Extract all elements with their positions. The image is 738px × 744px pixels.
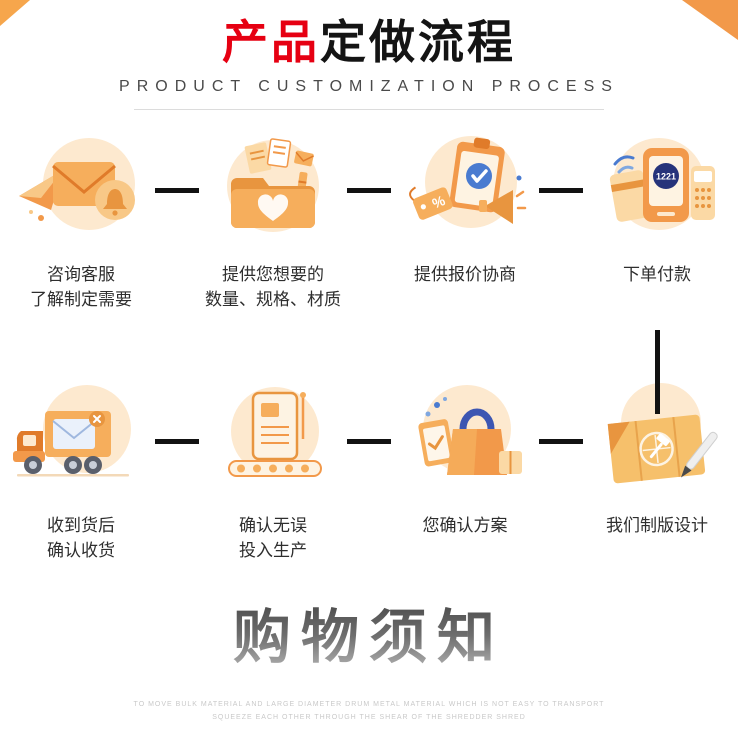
step-requirements: 提供您想要的 数量、规格、材质	[199, 126, 347, 313]
step-quote: % 提供报价协商	[391, 126, 539, 288]
payment-illustration: 1221	[587, 126, 727, 254]
flow-row-1: 咨询客服 了解制定需要	[0, 126, 738, 313]
step-label-line: 确认收货	[47, 541, 115, 561]
flow-connector	[347, 187, 391, 193]
flow-vertical-connector	[655, 329, 660, 414]
step-label-line: 提供报价协商	[414, 264, 516, 284]
delivery-truck-icon	[13, 384, 131, 477]
step-label: 我们制版设计	[606, 513, 708, 539]
step-label: 咨询客服 了解制定需要	[30, 262, 132, 313]
payment-display-text: 1221	[656, 171, 676, 181]
production-illustration	[203, 377, 343, 505]
step-label-line: 下单付款	[623, 264, 691, 284]
step-label: 您确认方案	[423, 513, 508, 539]
page-title-red: 产品	[222, 16, 320, 68]
header-divider	[134, 108, 604, 110]
payment-phone-icon: 1221	[609, 137, 715, 230]
step-label-line: 数量、规格、材质	[205, 290, 341, 310]
step-label-line: 收到货后	[47, 515, 115, 535]
step-production: 确认无误 投入生产	[199, 377, 347, 564]
step-label: 提供您想要的 数量、规格、材质	[205, 262, 341, 313]
design-blueprint-icon	[607, 382, 718, 484]
page-subtitle: PRODUCT CUSTOMIZATION PROCESS	[119, 77, 619, 95]
flow-connector	[539, 438, 583, 444]
step-label: 下单付款	[623, 262, 691, 288]
production-machine-icon	[228, 386, 322, 477]
step-label: 提供报价协商	[414, 262, 516, 288]
design-illustration	[587, 377, 727, 505]
corner-decoration-left	[0, 0, 30, 26]
requirements-folder-icon	[227, 138, 319, 232]
step-label-line: 投入生产	[239, 541, 307, 561]
fineprint-line: SQUEEZE EACH OTHER THROUGH THE SHEAR OF …	[212, 714, 526, 722]
requirements-illustration	[203, 126, 343, 254]
flow-connector	[539, 187, 583, 193]
step-label: 确认无误 投入生产	[239, 513, 307, 564]
step-consult: 咨询客服 了解制定需要	[7, 126, 155, 313]
shopping-notice-fineprint: TO MOVE BULK MATERIAL AND LARGE DIAMETER…	[0, 698, 738, 725]
shopping-notice-section: 购物须知 TO MOVE BULK MATERIAL AND LARGE DIA…	[0, 590, 738, 725]
corner-decoration-right	[682, 0, 738, 40]
confirm-plan-illustration	[395, 377, 535, 505]
fineprint-line: TO MOVE BULK MATERIAL AND LARGE DIAMETER…	[133, 700, 605, 708]
step-label-line: 我们制版设计	[606, 515, 708, 535]
header: 产品定做流程 PRODUCT CUSTOMIZATION PROCESS	[0, 0, 738, 110]
quote-clipboard-icon: %	[409, 135, 527, 228]
step-delivery: 收到货后 确认收货	[7, 377, 155, 564]
page-title: 产品定做流程	[0, 16, 738, 69]
step-payment: 1221 下单付款	[583, 126, 731, 288]
flow-connector	[155, 438, 199, 444]
step-label-line: 您确认方案	[422, 515, 508, 535]
flow-row-2: 收到货后 确认收货	[0, 377, 738, 564]
step-design: 我们制版设计	[583, 377, 731, 539]
step-label-line: 咨询客服	[47, 264, 115, 284]
quote-illustration: %	[395, 126, 535, 254]
confirm-plan-bag-icon	[418, 384, 522, 475]
flow-connector	[155, 187, 199, 193]
step-label-line: 了解制定需要	[30, 290, 132, 310]
process-flow: 咨询客服 了解制定需要	[0, 126, 738, 564]
step-label-line: 确认无误	[239, 515, 307, 535]
step-confirm-plan: 您确认方案	[391, 377, 539, 539]
page-title-dark: 定做流程	[320, 16, 516, 68]
delivery-illustration	[11, 377, 151, 505]
step-label-line: 提供您想要的	[222, 264, 324, 284]
shopping-notice-title: 购物须知	[233, 590, 505, 674]
consult-service-icon	[19, 137, 135, 230]
step-label: 收到货后 确认收货	[47, 513, 115, 564]
flow-connector	[347, 438, 391, 444]
consult-illustration	[11, 126, 151, 254]
